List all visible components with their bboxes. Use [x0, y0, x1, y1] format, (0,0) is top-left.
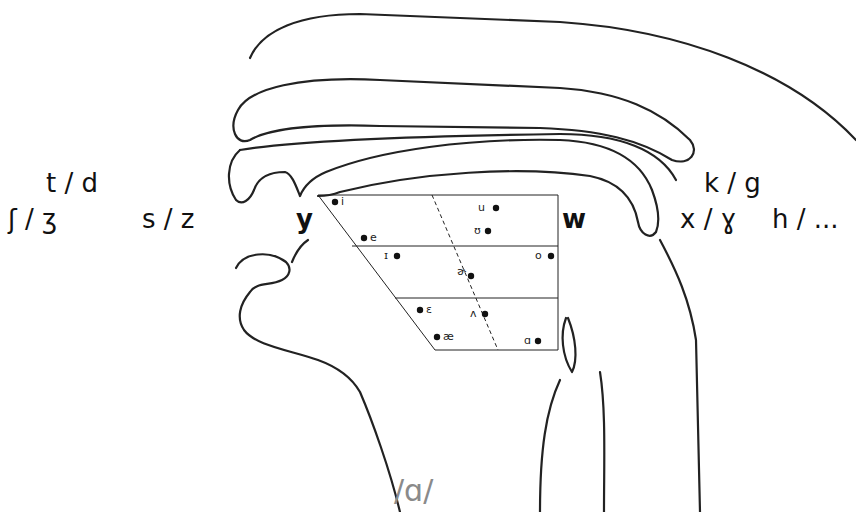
nasal-cavity [234, 79, 694, 161]
vowel-symbol: ɑ [524, 335, 531, 346]
consonant-label: w [562, 206, 586, 232]
vowel-symbol: ɪ [384, 250, 388, 261]
consonant-label: h / ... [772, 206, 839, 232]
consonant-label: k / g [704, 170, 761, 196]
larynx-front [540, 380, 560, 512]
vowel-symbol: u [478, 202, 485, 213]
vowel-symbol: ʌ [470, 308, 477, 319]
vowel-symbol: i [341, 196, 344, 207]
vowel-chart [318, 195, 558, 350]
lower-jaw [236, 254, 400, 512]
vowel-symbol: æ [443, 331, 454, 342]
consonant-label: t / d [46, 170, 98, 196]
hard-palate [240, 134, 676, 180]
consonant-label: s / z [142, 206, 194, 232]
pharynx-back-wall [660, 240, 700, 512]
vowel-symbol: ʊ [474, 225, 481, 236]
vowel-caption: /ɑ/ [394, 476, 433, 506]
vowel-symbol: o [535, 250, 542, 261]
head-outline [250, 14, 856, 140]
consonant-label: x / ɣ [680, 206, 736, 232]
lower-teeth [292, 240, 308, 262]
larynx-back [600, 372, 604, 512]
consonant-label: ʃ / ʒ [8, 206, 57, 232]
vowel-symbol: e [370, 232, 377, 243]
vowel-dots [332, 199, 554, 344]
vowel-symbol: ɚ [457, 266, 466, 277]
vowel-symbol: ɛ [426, 304, 432, 315]
epiglottis [563, 318, 576, 372]
consonant-label: y [296, 206, 313, 232]
